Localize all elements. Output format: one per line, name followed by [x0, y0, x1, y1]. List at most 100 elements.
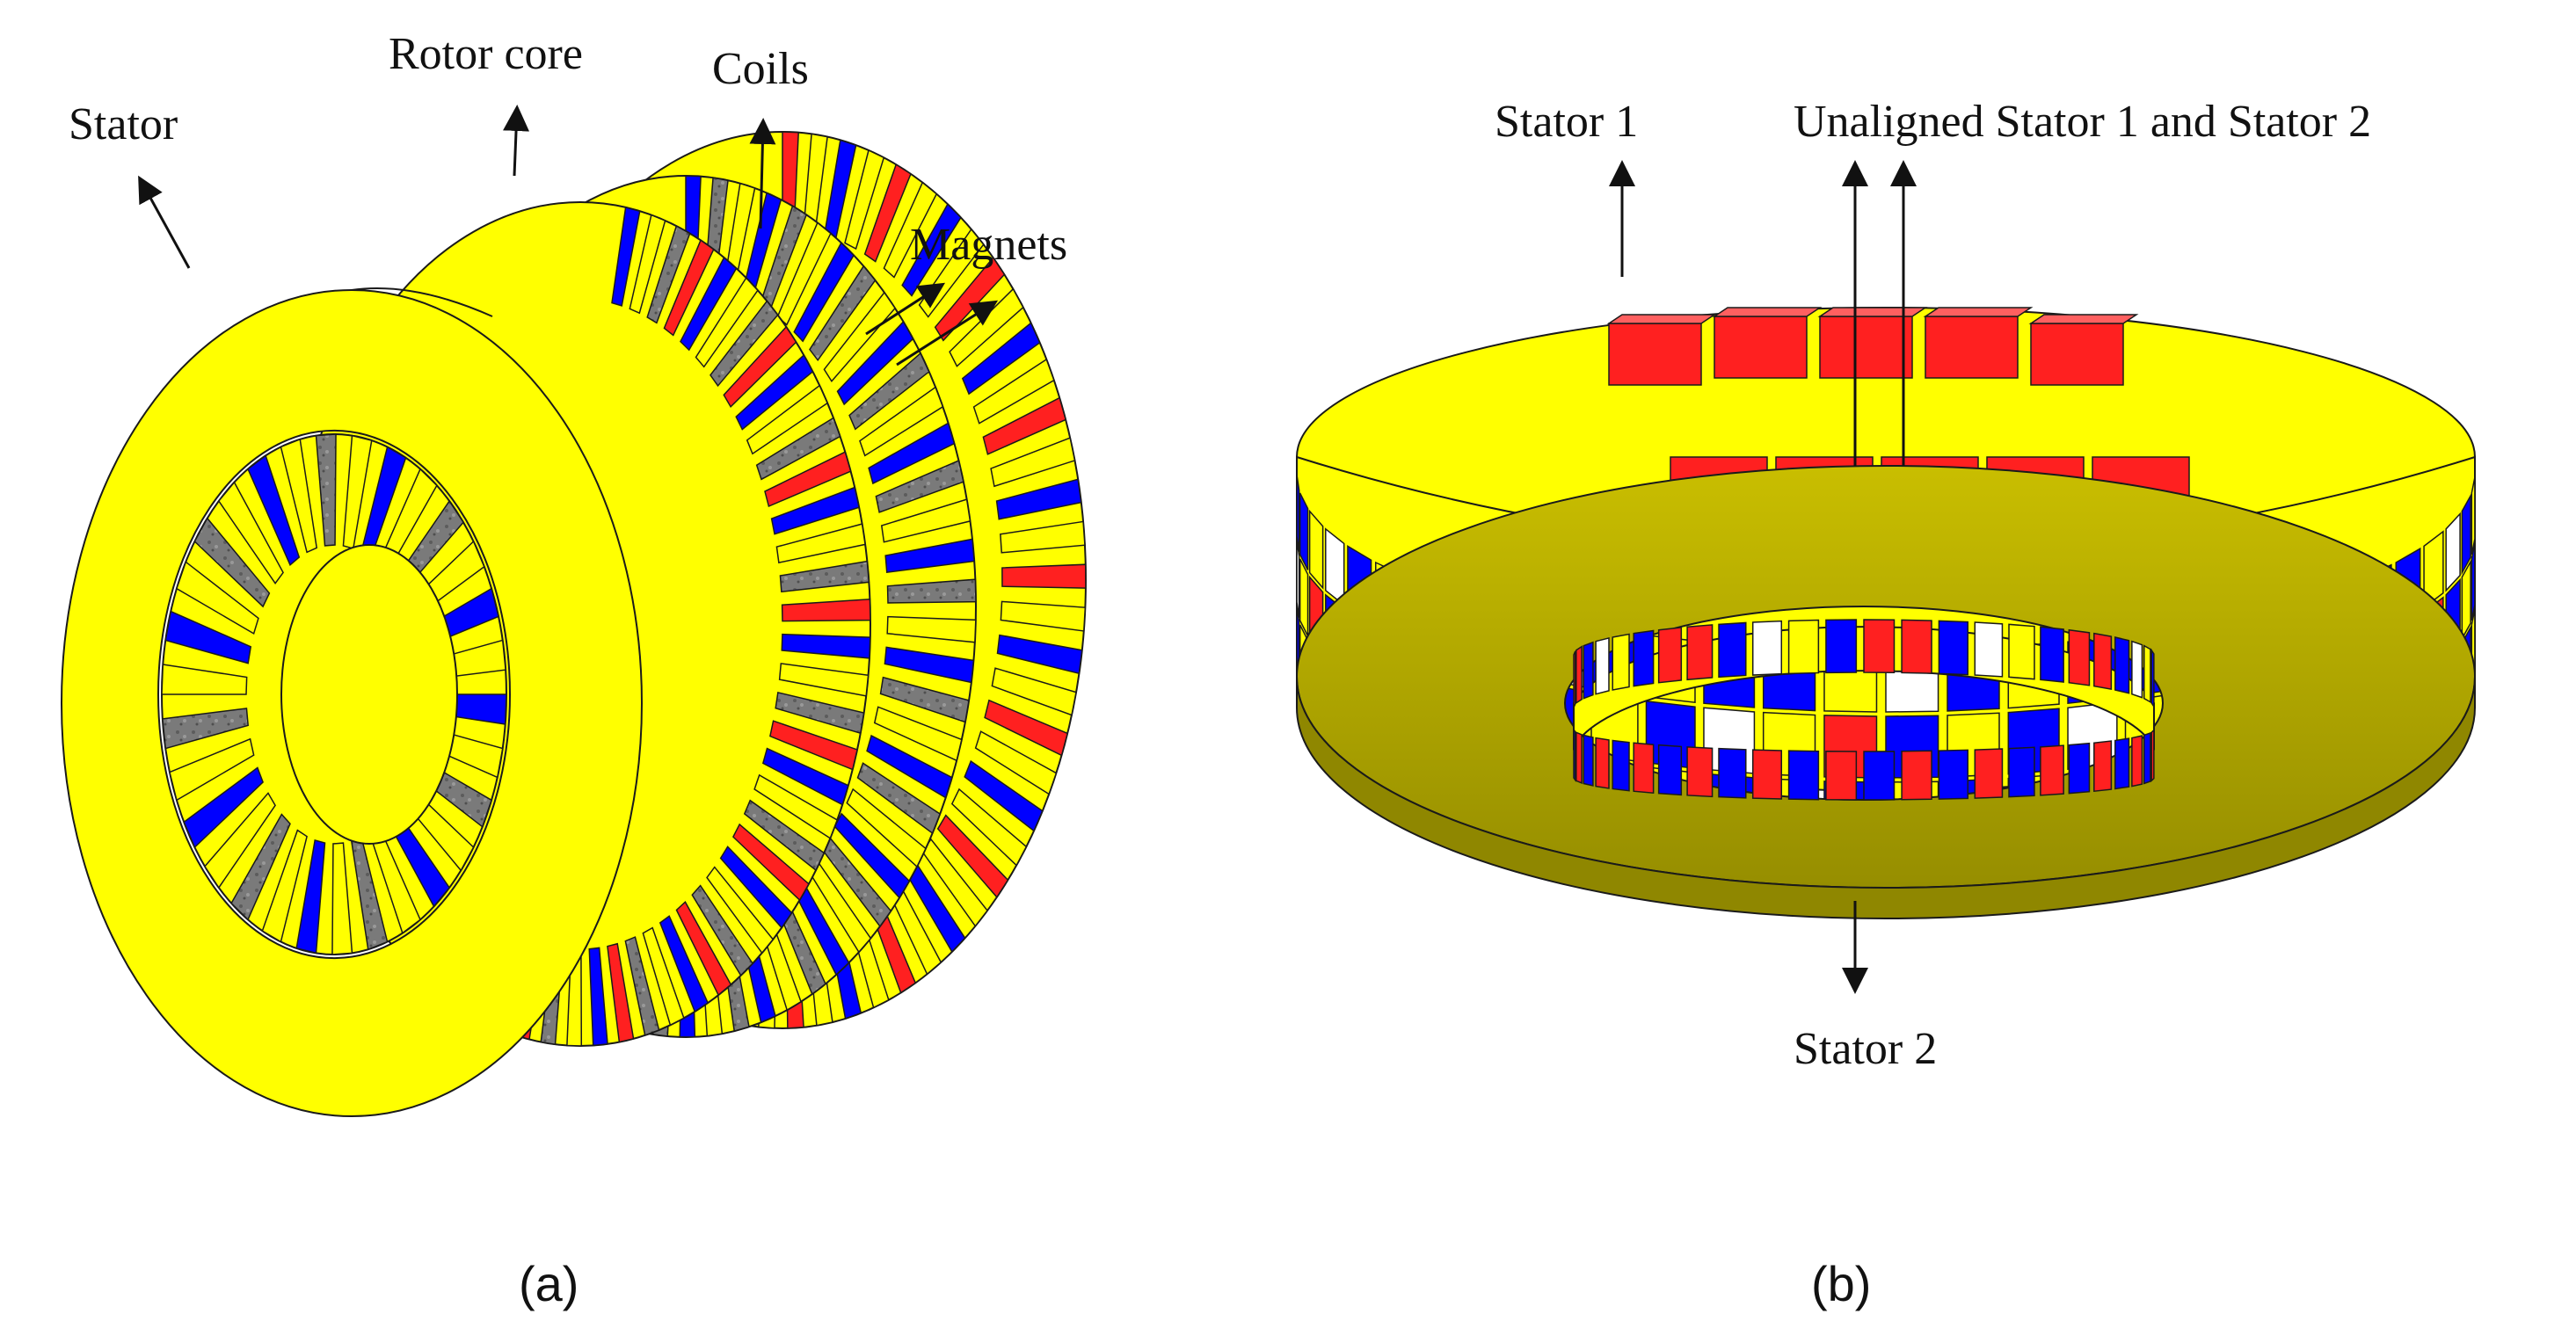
inner-lower-segment — [1686, 746, 1714, 798]
rotor-segment — [873, 706, 963, 762]
panel-a-diagram: Stator Rotor core Coils Magnets (a) — [60, 29, 1087, 1311]
bore-segment — [176, 561, 259, 635]
middle-segment — [778, 663, 870, 697]
rotor-segment — [886, 578, 977, 604]
top-red-coil-face — [1817, 307, 1928, 317]
band-segment — [1308, 509, 1324, 590]
rear-segment — [949, 287, 1024, 367]
band-segment — [1299, 492, 1309, 570]
bore-segment — [193, 517, 271, 608]
bore-segment — [169, 737, 255, 802]
middle-segment — [629, 214, 666, 315]
inner-segment — [2040, 626, 2064, 683]
top-red-coil-face — [1712, 307, 1823, 317]
inner-segment — [1825, 619, 1858, 674]
rear-segment — [996, 634, 1083, 675]
band-segment — [1296, 474, 1300, 552]
inner-lower-segment — [1863, 751, 1896, 801]
top-red-coil — [1925, 316, 2019, 379]
middle-segment — [770, 486, 861, 535]
middle-segment — [663, 239, 715, 337]
rotor-segment — [868, 422, 956, 485]
inner-lower-segment — [2114, 737, 2130, 790]
inner-lower-segment — [1938, 749, 1969, 800]
middle-segment — [691, 884, 754, 977]
rotor-segment — [866, 734, 953, 799]
bore-segment — [331, 842, 353, 955]
inner-lower-segment — [1633, 742, 1655, 795]
label-unaligned: Unaligned Stator 1 and Stator 2 — [1794, 97, 2371, 147]
middle-segment — [719, 846, 793, 929]
rotor-segment — [836, 320, 914, 406]
bore-segment — [280, 438, 318, 554]
inner-lower-segment — [2068, 742, 2091, 795]
inner-segment — [1718, 621, 1747, 679]
panel-b-diagram: Stator 1 Unaligned Stator 1 and Stator 2… — [1295, 97, 2477, 1311]
inner-segment — [2068, 628, 2091, 686]
bore-segment — [204, 792, 276, 889]
middle-segment — [781, 598, 871, 622]
rotor-segment — [886, 615, 977, 643]
middle-segment — [706, 866, 775, 955]
inner-lower-segment — [2131, 735, 2143, 788]
band-segment — [2445, 512, 2461, 592]
label-coils: Coils — [712, 44, 809, 94]
middle-segment — [753, 773, 839, 839]
band-segment — [2461, 559, 2471, 642]
middle-segment — [781, 633, 871, 659]
inner-lower-segment — [1825, 751, 1858, 801]
inner-segment — [2143, 644, 2151, 704]
middle-segment — [746, 384, 829, 455]
middle-segment — [695, 276, 759, 368]
stator-leader — [138, 175, 191, 269]
bore-segment — [247, 454, 301, 567]
bore-segment — [295, 838, 326, 955]
band-segment — [1296, 540, 1300, 618]
middle-segment — [755, 417, 841, 481]
rear-segment — [982, 396, 1067, 455]
middle-segment — [675, 901, 732, 997]
inner-lower-segment — [1901, 750, 1932, 801]
rear-segment — [964, 759, 1044, 832]
middle-segment — [680, 256, 738, 352]
inner-lower-segment — [1573, 727, 1576, 783]
rear-segment — [961, 322, 1041, 396]
rear-segment — [1000, 600, 1087, 632]
rear-segment — [974, 730, 1058, 795]
inner-lower-segment — [1583, 734, 1594, 787]
bore-segment — [315, 433, 337, 547]
band-segment — [2470, 476, 2476, 555]
middle-segment — [588, 947, 608, 1047]
top-red-coil-face — [1923, 307, 2034, 317]
rotor-segment — [776, 221, 832, 326]
coils-leader — [749, 118, 776, 229]
rear-segment — [950, 788, 1028, 867]
inner-segment — [1612, 633, 1630, 691]
rotor-segment — [884, 646, 975, 684]
top-red-coil-face — [2028, 314, 2139, 324]
rear-segment — [1000, 520, 1086, 554]
rear-segment — [984, 699, 1069, 757]
middle-segment — [764, 451, 852, 508]
inner-lower-segment — [2150, 728, 2155, 783]
inner-segment — [2093, 632, 2113, 690]
label-stator-2: Stator 2 — [1794, 1024, 1937, 1074]
middle-segment — [723, 325, 797, 408]
rear-segment — [972, 358, 1055, 425]
rotor-segment — [823, 291, 897, 383]
inner-segment — [1595, 636, 1610, 695]
rotor-segment — [859, 386, 944, 457]
inner-lower-segment — [1595, 737, 1610, 789]
inner-segment — [1863, 619, 1896, 673]
inner-segment — [2131, 640, 2143, 699]
inner-segment — [1633, 629, 1655, 687]
rotor-segment — [880, 498, 971, 543]
magnets-leader-1 — [865, 282, 946, 336]
bore-segment — [261, 829, 308, 943]
label-stator-1: Stator 1 — [1495, 97, 1638, 147]
inner-lower-segment — [1751, 749, 1783, 800]
inner-bore-segments — [1573, 619, 2155, 801]
rotor-segment — [856, 762, 942, 835]
caption-b: (b) — [1811, 1256, 1871, 1311]
middle-segment — [743, 799, 826, 872]
